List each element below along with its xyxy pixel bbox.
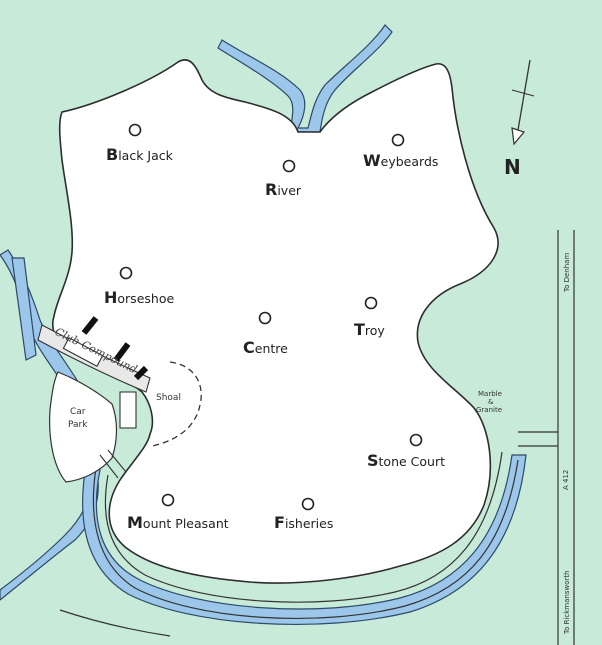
marble-granite-label: Marble [478,390,502,398]
car-park [49,371,127,483]
swim-label-black-jack: Black Jack [106,145,174,164]
north-arrow-icon [511,59,535,146]
swim-marker [128,123,142,137]
swim-label-mount-pleasant: Mount Pleasant [127,513,229,532]
swim-marker [409,433,423,447]
swim-label-weybeards: Weybeards [363,151,438,170]
north-label: N [504,155,521,179]
swim-marker [301,497,315,511]
swim-marker [161,493,175,507]
to-rickmansworth-label: To Rickmansworth [563,570,571,635]
jetties [81,316,149,381]
swim-marker [282,159,296,173]
car-park-label: Car [70,407,86,417]
swim-label-stone-court: Stone Court [367,451,445,470]
swim-label-horseshoe: Horseshoe [104,288,174,307]
car-park-label: Park [68,420,88,430]
a412-road [518,230,575,645]
swim-marker [364,296,378,310]
swim-marker [391,133,405,147]
club-compound [37,324,151,429]
swim-marker [119,266,133,280]
swim-marker [258,311,272,325]
marble-granite-label: Granite [476,406,502,414]
swim-label-river: River [265,180,302,199]
swim-markers [119,123,423,511]
south-river [59,451,527,637]
marble-granite-label: & [488,398,494,406]
north-river [217,24,393,133]
to-denham-label: To Denham [563,253,571,293]
a412-label: A 412 [562,470,570,490]
swim-label-centre: Centre [243,338,288,357]
shoal-label: Shoal [156,393,181,403]
swim-label-troy: Troy [354,320,385,339]
swim-label-fisheries: Fisheries [274,513,333,532]
shoal-outline [151,361,202,447]
